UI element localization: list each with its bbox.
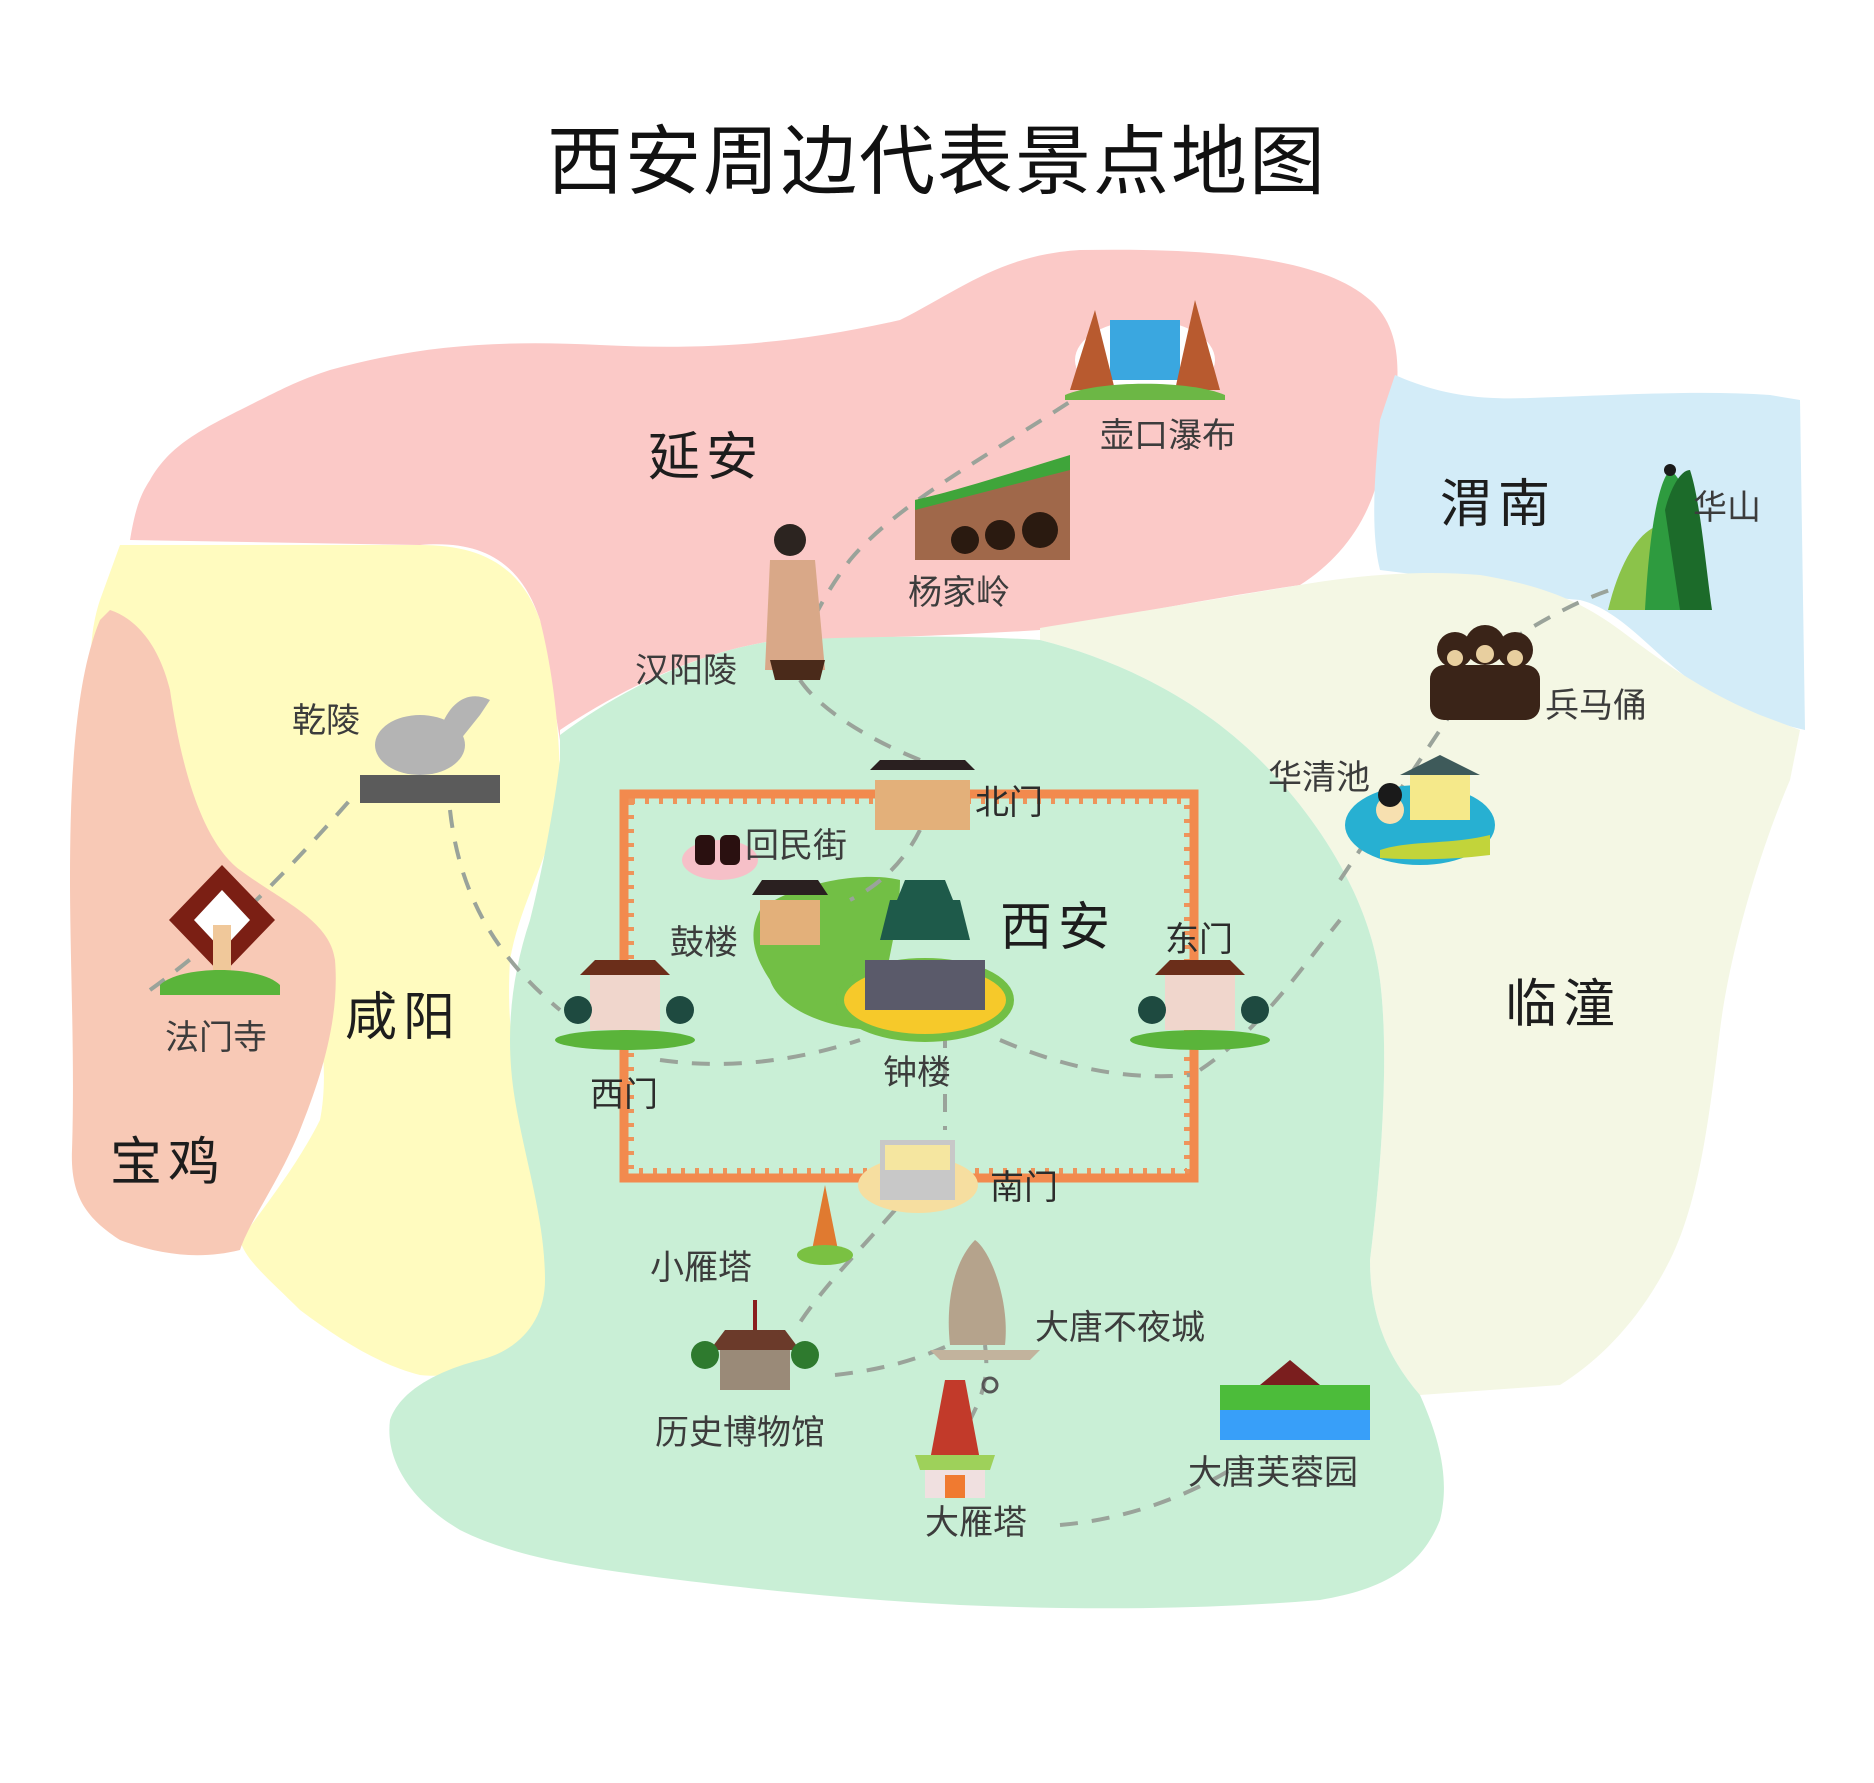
region-lintong [1040, 573, 1800, 1395]
garden-icon [1220, 1360, 1370, 1440]
spot-label-qianling[interactable]: 乾陵 [292, 701, 360, 741]
west-gate-icon [555, 960, 695, 1050]
region-label-weinan: 渭南 [1440, 475, 1557, 535]
region-label-xian: 西安 [1000, 898, 1117, 958]
spot-label-huaqingchi[interactable]: 华清池 [1268, 758, 1370, 798]
spot-label-datangbuyecheng[interactable]: 大唐不夜城 [1035, 1308, 1205, 1348]
spot-label-xiaoyanta[interactable]: 小雁塔 [650, 1248, 752, 1288]
mountain-icon [1608, 464, 1712, 610]
region-label-lintong: 临潼 [1505, 975, 1622, 1035]
warriors-icon [1430, 625, 1540, 720]
region-label-xianyang: 咸阳 [345, 988, 462, 1048]
spot-label-huashan[interactable]: 华山 [1693, 488, 1761, 528]
south-gate-icon [858, 1140, 978, 1213]
spot-label-ximen[interactable]: 西门 [590, 1075, 658, 1115]
museum-icon [691, 1300, 819, 1390]
horse-statue-icon [930, 1240, 1040, 1360]
hot-spring-icon [1345, 755, 1495, 865]
spot-label-datangfurongyuan[interactable]: 大唐芙蓉园 [1188, 1453, 1358, 1493]
waterfall-icon [1065, 300, 1225, 400]
region-weinan [1374, 375, 1805, 730]
spot-label-beimen[interactable]: 北门 [975, 783, 1043, 823]
spot-label-huiminjie[interactable]: 回民街 [745, 826, 847, 866]
big-pagoda-icon [915, 1376, 999, 1498]
bell-tower-icon [836, 880, 1014, 1042]
spot-label-nanmen[interactable]: 南门 [990, 1168, 1058, 1208]
region-xian [389, 636, 1444, 1609]
east-gate-icon [1130, 960, 1270, 1050]
spot-label-lishibowuguan[interactable]: 历史博物馆 [655, 1413, 825, 1453]
stone-horse-icon [360, 696, 500, 803]
spot-label-hukou[interactable]: 壶口瀑布 [1100, 416, 1236, 456]
famen-temple-icon [160, 865, 280, 995]
drum-tower-icon [752, 880, 828, 945]
spot-label-hanyangling[interactable]: 汉阳陵 [635, 651, 737, 691]
spot-label-bingmayong[interactable]: 兵马俑 [1545, 686, 1647, 726]
spot-label-dongmen[interactable]: 东门 [1165, 920, 1233, 960]
cave-dwelling-icon [915, 455, 1070, 560]
region-label-baoji: 宝鸡 [110, 1133, 227, 1193]
terracotta-figure-icon [765, 524, 825, 680]
spot-label-yangjialing[interactable]: 杨家岭 [908, 573, 1010, 613]
spot-label-dayanta[interactable]: 大雁塔 [925, 1503, 1027, 1543]
food-plate-icon [682, 835, 758, 880]
spot-label-famensi[interactable]: 法门寺 [165, 1018, 267, 1058]
north-gate-icon [870, 760, 975, 830]
spot-label-zhonglou[interactable]: 钟楼 [883, 1053, 951, 1093]
map-title: 西安周边代表景点地图 [547, 117, 1327, 206]
small-pagoda-icon [797, 1185, 853, 1265]
region-label-yanan: 延安 [648, 428, 765, 488]
spot-label-gulou[interactable]: 鼓楼 [670, 923, 738, 963]
